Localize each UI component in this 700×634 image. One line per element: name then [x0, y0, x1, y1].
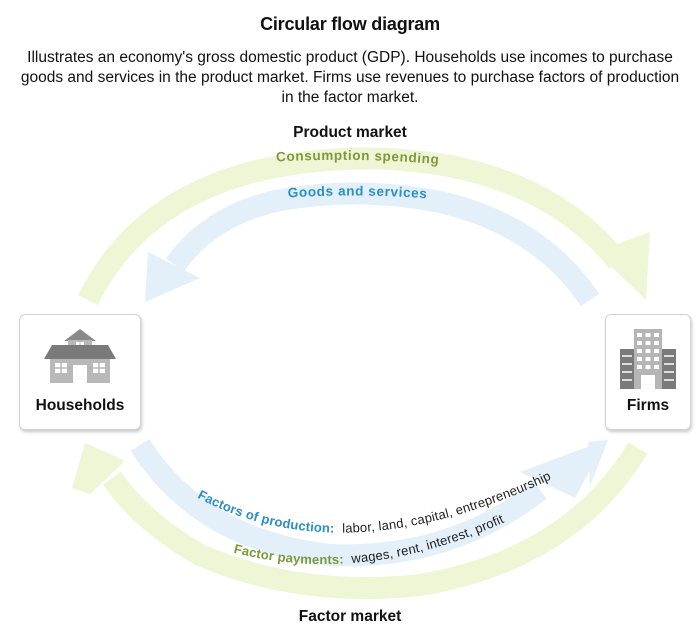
product-market-label: Product market — [293, 124, 407, 141]
house-icon — [44, 329, 116, 383]
goods-and-services-label: Goods and services — [287, 183, 428, 201]
factors-of-production-arrow — [130, 439, 608, 567]
arrowhead-icon — [520, 440, 606, 498]
firms-node: Firms — [605, 314, 691, 430]
consumption-spending-label: Consumption spending — [276, 148, 440, 167]
goods-and-services-arrow — [145, 182, 600, 307]
households-node: Households — [19, 314, 141, 430]
arrowhead-icon — [145, 252, 200, 302]
diagram-title: Circular flow diagram — [260, 14, 440, 34]
factor-payments-arrow — [72, 442, 648, 599]
arrowhead-icon — [596, 232, 650, 300]
office-building-icon — [620, 329, 676, 389]
diagram-description: Illustrates an economy's gross domestic … — [20, 49, 680, 106]
consumption-spending-arrow — [78, 147, 650, 305]
factor-market-label: Factor market — [298, 608, 402, 625]
households-label: Households — [35, 397, 125, 414]
firms-label: Firms — [626, 397, 670, 414]
